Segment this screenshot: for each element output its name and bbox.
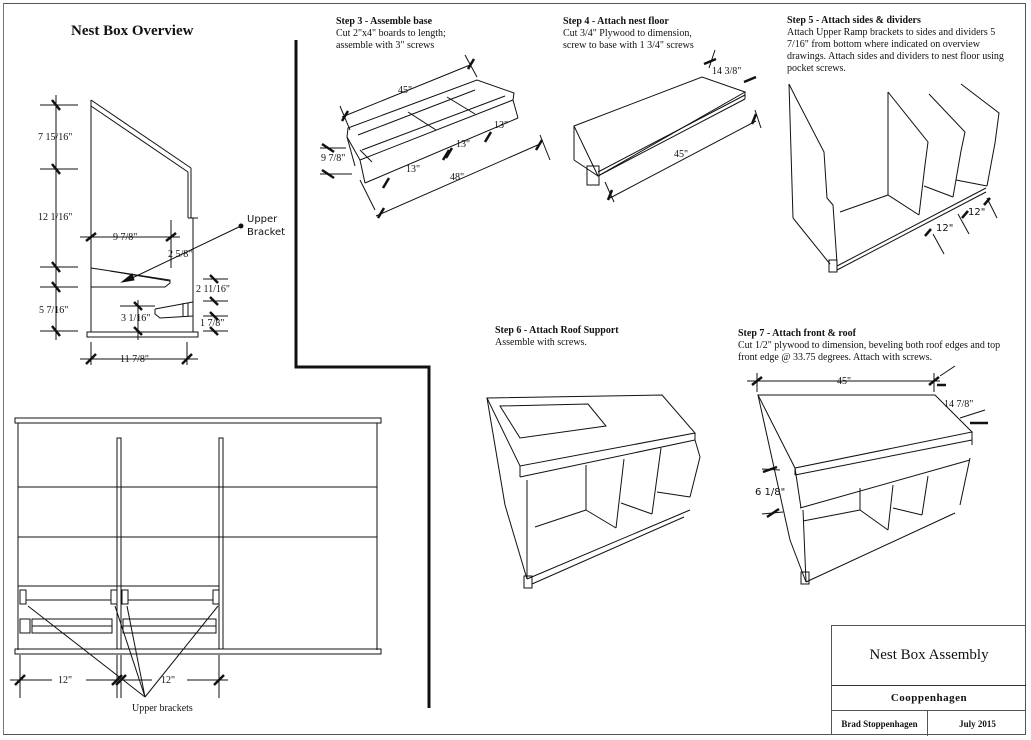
drawing-title: Nest Box Assembly xyxy=(832,626,1026,686)
overview-front-view xyxy=(10,417,382,698)
date: July 2015 xyxy=(959,718,996,729)
step4-description: Cut 3/4" Plywood to dimension, screw to … xyxy=(563,28,694,51)
upper-bracket-label-line2: Bracket xyxy=(247,227,285,238)
dim-bay2: 13" xyxy=(456,139,470,150)
overview-front-dim-labels: 12" 12" Upper brackets xyxy=(58,675,193,714)
overview-side-view xyxy=(40,95,244,365)
dim-wall-height: 12 1/16" xyxy=(38,212,72,223)
step4-dim-labels: 14 3/8" 45" xyxy=(674,66,741,160)
step7-text: Step 7 - Attach front & roof Cut 1/2" pl… xyxy=(738,328,1008,364)
author: Brad Stoppenhagen xyxy=(832,711,928,736)
dim-bracket-height: 3 1/16" xyxy=(121,313,150,324)
step3-title: Step 3 - Assemble base xyxy=(336,16,433,27)
dim-right-spacing: 12" xyxy=(161,675,175,686)
dim-front-height: 6 1/8" xyxy=(755,487,785,498)
dim-roof-height: 7 15/16" xyxy=(38,132,72,143)
dim-left-spacing: 12" xyxy=(58,675,72,686)
dim-floor-length: 45" xyxy=(674,149,688,160)
step5-description: Attach Upper Ramp brackets to sides and … xyxy=(787,27,1004,74)
step4-floor-drawing xyxy=(573,49,762,203)
dim-divider-spacing2: 12" xyxy=(968,207,985,218)
dim-divider-spacing1: 12" xyxy=(936,223,953,234)
dim-lower-height: 5 7/16" xyxy=(39,305,68,316)
step4-text: Step 4 - Attach nest floor Cut 3/4" Plyw… xyxy=(563,16,763,52)
step5-text: Step 5 - Attach sides & dividers Attach … xyxy=(787,15,1019,75)
dim-inner-depth: 9 7/8" xyxy=(113,232,137,243)
dim-base-total: 48" xyxy=(450,172,464,183)
upper-bracket-label-line1: Upper xyxy=(247,214,278,225)
step6-title: Step 6 - Attach Roof Support xyxy=(495,325,619,336)
section-separator xyxy=(294,40,431,708)
step5-sides-drawing xyxy=(788,83,1000,273)
step3-text: Step 3 - Assemble base Cut 2"x4" boards … xyxy=(336,16,536,52)
step4-title: Step 4 - Attach nest floor xyxy=(563,16,669,27)
step7-description: Cut 1/2" plywood to dimension, beveling … xyxy=(738,340,1001,363)
dim-bay3: 13" xyxy=(494,120,508,131)
step6-description: Assemble with screws. xyxy=(495,337,587,348)
step7-title: Step 7 - Attach front & roof xyxy=(738,328,856,339)
step3-base-drawing xyxy=(320,54,551,219)
step7-dim-labels: 45" 14 7/8" 6 1/8" xyxy=(755,376,973,498)
overview-title: Nest Box Overview xyxy=(71,23,194,39)
overview-side-dim-labels: 7 15/16" 12 1/16" 5 7/16" 9 7/8" 2 5/8" … xyxy=(38,132,285,365)
step7-front-roof-drawing xyxy=(747,365,988,585)
dim-base-width: 9 7/8" xyxy=(321,153,345,164)
organization: Cooppenhagen xyxy=(832,686,1026,711)
step3-description: Cut 2"x4" boards to length; assemble wit… xyxy=(336,28,446,51)
step6-roof-support-drawing xyxy=(486,394,701,589)
page-border xyxy=(3,3,1026,735)
dim-total-depth: 11 7/8" xyxy=(120,354,149,365)
upper-brackets-label: Upper brackets xyxy=(132,703,193,714)
dim-bay1: 13" xyxy=(406,164,420,175)
dim-lip-height: 1 7/8" xyxy=(200,318,224,329)
dim-floor-depth: 14 3/8" xyxy=(712,66,741,77)
step5-title: Step 5 - Attach sides & dividers xyxy=(787,15,921,26)
dim-front-gap: 2 5/8" xyxy=(168,249,192,260)
step3-dim-labels: 45" 9 7/8" 13" 13" 13" 48" xyxy=(321,85,508,183)
dim-ramp-rise: 2 11/16" xyxy=(196,284,230,295)
step6-text: Step 6 - Attach Roof Support Assemble wi… xyxy=(495,325,715,349)
dim-roof-depth: 14 7/8" xyxy=(944,399,973,410)
dim-roof-length: 45" xyxy=(837,376,851,387)
step5-dim-labels: 12" 12" xyxy=(936,207,985,234)
dim-base-length: 45" xyxy=(398,85,412,96)
title-block: Nest Box Assembly Cooppenhagen Brad Stop… xyxy=(831,625,1026,736)
